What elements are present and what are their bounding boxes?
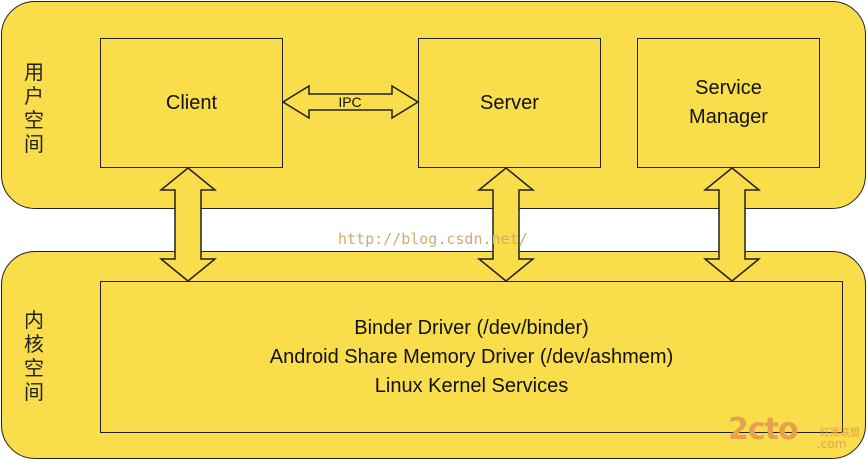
kernel-space-label: 内核空间 xyxy=(24,308,44,404)
server-kernel-arrow xyxy=(476,167,536,282)
ipc-label: IPC xyxy=(338,94,361,110)
server-label: Server xyxy=(480,91,539,114)
service-manager-box: Service Manager xyxy=(637,38,820,168)
ipc-arrow xyxy=(281,84,420,120)
server-box: Server xyxy=(418,38,601,168)
site-logo-suffix: .com xyxy=(817,437,847,451)
service-manager-label: Service Manager xyxy=(689,77,768,128)
user-space-label: 用户空间 xyxy=(24,60,44,156)
client-box: Client xyxy=(100,38,283,168)
watermark-text: http://blog.csdn.net/ xyxy=(338,230,528,248)
kernel-box: Binder Driver (/dev/binder) Android Shar… xyxy=(100,281,843,433)
kernel-line-binder: Binder Driver (/dev/binder) xyxy=(354,316,589,339)
site-logo-sub: 红黑联盟 xyxy=(820,428,860,439)
client-label: Client xyxy=(165,91,218,114)
kernel-line-ashmem: Android Share Memory Driver (/dev/ashmem… xyxy=(269,345,674,368)
kernel-line-linux: Linux Kernel Services xyxy=(374,374,569,397)
site-logo: 2cto xyxy=(728,412,799,447)
service-manager-kernel-arrow xyxy=(702,167,762,282)
client-kernel-arrow xyxy=(158,167,218,282)
